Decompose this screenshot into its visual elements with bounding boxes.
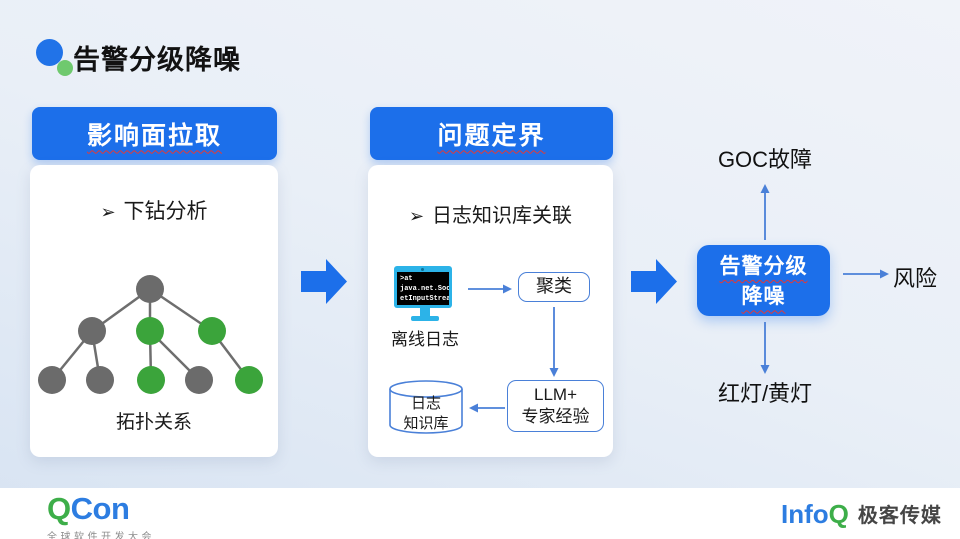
terminal-log-text: >at java.net.Sock etInputStream	[397, 272, 449, 305]
tree-node	[86, 366, 114, 394]
monitor-icon: >at java.net.Sock etInputStream	[394, 266, 456, 321]
tree-node	[136, 275, 164, 303]
database-icon: 日志 知识库	[387, 378, 465, 436]
infoq-media-label: 极客传媒	[857, 505, 942, 527]
llm-label-line1: LLM+	[534, 384, 577, 404]
middle-bullet-label: 日志知识库关联	[432, 205, 573, 227]
flow-arrow-down-icon	[760, 322, 770, 374]
kb-label: 日志 知识库	[387, 394, 465, 433]
left-panel-header: 影响面拉取	[32, 107, 277, 160]
flow-arrow-right-icon	[843, 269, 889, 279]
alert-box-line2: 降噪	[741, 285, 786, 309]
tree-node	[136, 317, 164, 345]
kb-label-line1: 日志	[410, 395, 441, 412]
flow-arrow-up-icon	[760, 184, 770, 240]
tree-node	[137, 366, 165, 394]
middle-panel-header: 问题定界	[370, 107, 613, 160]
flow-arrow-right-icon	[468, 284, 512, 294]
monitor-camera-dot-icon	[421, 268, 424, 271]
flow-arrow-down-icon	[549, 307, 559, 377]
cluster-box: 聚类	[518, 272, 590, 302]
monitor-stand	[420, 308, 430, 316]
tree-nodes	[38, 275, 263, 394]
output-top-label: GOC故障	[717, 147, 813, 172]
tree-node	[198, 317, 226, 345]
cluster-label: 聚类	[536, 276, 572, 297]
alert-grading-box: 告警分级 降噪	[697, 245, 830, 316]
flow-arrow-left-icon	[469, 403, 505, 413]
left-panel-bullet: ➢ 下钻分析	[30, 195, 278, 225]
llm-box: LLM+ 专家经验	[507, 380, 604, 432]
middle-panel: ➢ 日志知识库关联 >at java.net.Sock etInputStream…	[368, 165, 613, 457]
infoq-logo-q: Q	[828, 498, 849, 529]
tree-node	[235, 366, 263, 394]
left-panel: ➢ 下钻分析	[30, 165, 278, 457]
qcon-subtitle: 全球软件开发大会	[47, 532, 155, 539]
qcon-logo: QCon 全球软件开发大会	[47, 493, 155, 539]
kb-label-line2: 知识库	[403, 414, 449, 432]
output-right-label: 风险	[893, 266, 938, 291]
monitor-screen: >at java.net.Sock etInputStream	[394, 266, 452, 308]
topology-tree-diagram	[38, 275, 263, 394]
logo-green-dot-icon	[57, 60, 73, 76]
database-cylinder-shape	[389, 380, 463, 434]
llm-label-line2: 专家经验	[521, 407, 590, 426]
terminal-line: >at	[400, 275, 413, 283]
tree-node	[185, 366, 213, 394]
output-bottom-label: 红灯/黄灯	[717, 381, 813, 406]
alert-box-line1: 告警分级	[719, 255, 808, 278]
page-title: 告警分级降噪	[73, 45, 241, 75]
left-panel-header-label: 影响面拉取	[86, 121, 222, 150]
terminal-line: java.net.Sock	[400, 285, 449, 294]
big-right-arrow-icon	[631, 259, 677, 304]
arrow-bullet-icon: ➢	[408, 206, 425, 226]
big-right-arrow-icon	[301, 259, 347, 304]
monitor-base	[411, 316, 439, 321]
qcon-logo-con: Con	[70, 491, 130, 526]
infoq-logo: InfoQ 极客传媒	[781, 499, 942, 528]
terminal-caption: 离线日志	[391, 330, 459, 349]
middle-panel-bullet: ➢ 日志知识库关联	[368, 199, 613, 228]
footer: QCon 全球软件开发大会 InfoQ 极客传媒	[0, 488, 960, 539]
tree-caption: 拓扑关系	[115, 412, 192, 433]
middle-panel-header-label: 问题定界	[437, 121, 546, 150]
arrow-bullet-icon: ➢	[100, 202, 116, 222]
tree-node	[38, 366, 66, 394]
qcon-logo-q: Q	[47, 491, 71, 526]
left-bullet-label: 下钻分析	[123, 200, 208, 223]
terminal-line: etInputStream	[400, 295, 449, 304]
title-logo-icon	[36, 39, 76, 79]
infoq-logo-info: Info	[781, 498, 829, 529]
tree-node	[78, 317, 106, 345]
